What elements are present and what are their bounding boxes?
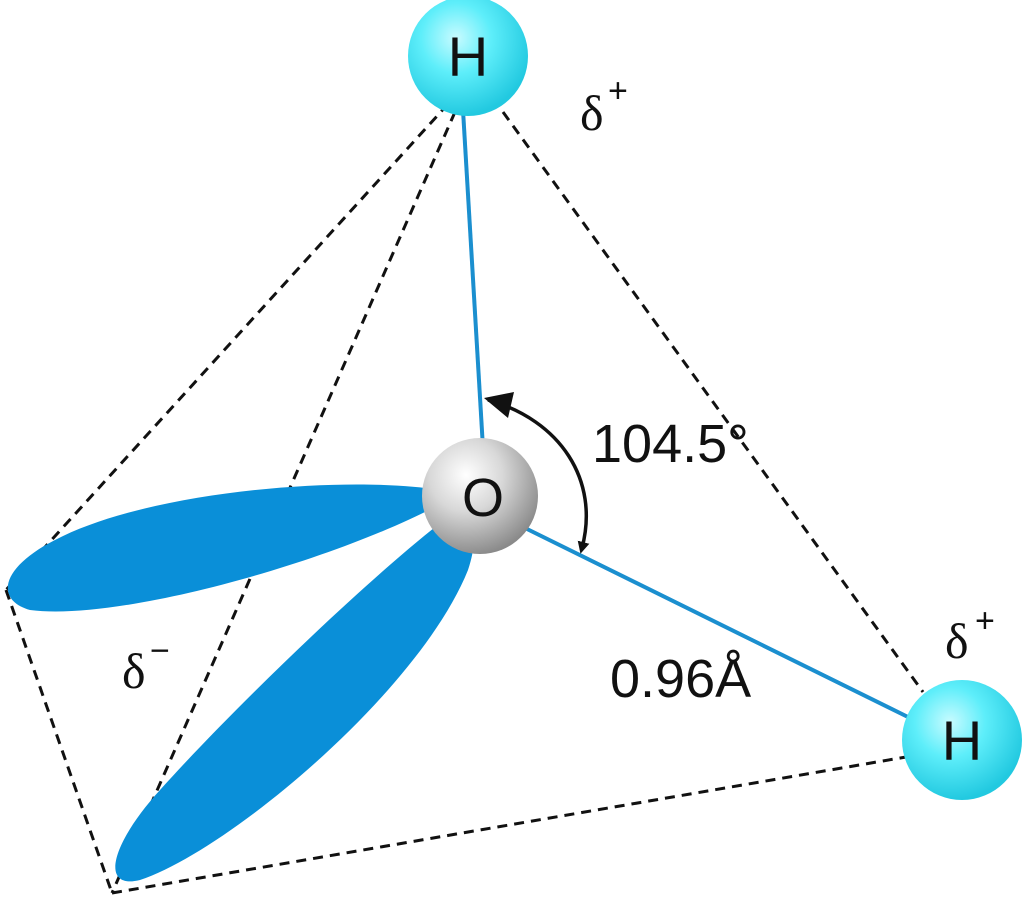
hydrogen-sphere-right <box>902 680 1022 800</box>
hydrogen-label-top: H <box>448 25 488 88</box>
bonds <box>461 109 911 720</box>
partial-charge-symbol-right-h: δ <box>945 613 969 669</box>
partial-charge-sign-lone-pairs: − <box>150 632 170 670</box>
lone-pair-lobe-bottom <box>115 510 474 882</box>
bond-o-h-top <box>461 109 485 449</box>
hydrogen-atom-top: H <box>408 0 528 116</box>
partial-charge-sign-right-h: + <box>975 602 995 640</box>
bond-length-label: 0.96Å <box>610 649 751 709</box>
partial-charge-top-h: δ + <box>580 72 628 141</box>
edge-top-to-right-h <box>501 111 925 693</box>
partial-charge-symbol-lone-pairs: δ <box>122 643 146 699</box>
tetrahedron-edges <box>4 102 925 895</box>
partial-charge-right-h: δ + <box>945 602 995 669</box>
bond-angle-arrow <box>487 398 590 554</box>
partial-charge-sign-top-h: + <box>608 72 628 110</box>
oxygen-atom: O <box>422 438 538 554</box>
hydrogen-sphere-top <box>408 0 528 116</box>
edge-bottom-lobe-to-right-h <box>111 755 907 895</box>
edge-top-to-left-lobe <box>4 102 450 592</box>
lone-pair-lobe-left <box>7 484 448 612</box>
lone-pair-lobes <box>7 484 474 882</box>
bond-angle-arrowhead-top <box>484 392 514 418</box>
partial-charge-symbol-top-h: δ <box>580 85 604 141</box>
oxygen-sphere <box>422 438 538 554</box>
oxygen-label: O <box>462 468 504 528</box>
bond-o-h-right <box>524 526 911 720</box>
hydrogen-label-right: H <box>942 709 982 772</box>
partial-charge-lone-pairs: δ − <box>122 632 170 699</box>
hydrogen-atom-right: H <box>902 680 1022 800</box>
bond-angle-label: 104.5° <box>592 414 749 474</box>
edge-left-lobe-to-bottom-lobe <box>4 589 114 894</box>
